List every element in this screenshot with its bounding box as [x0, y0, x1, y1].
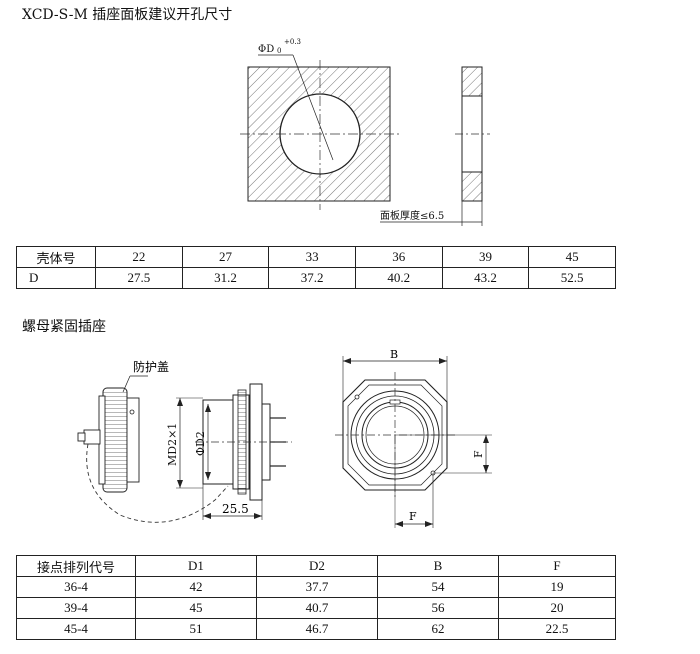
tolerance-base: 0	[277, 47, 281, 55]
panel-side-view: 面板厚度≤6.5	[380, 66, 490, 226]
table-header-cell: 接点排列代号	[16, 555, 136, 577]
length-label: 25.5	[222, 502, 249, 516]
table-cell: 45	[528, 246, 616, 268]
table-cell: 22.5	[498, 618, 616, 640]
md2-label: MD2×1	[166, 423, 179, 466]
table-cell: 36	[354, 246, 443, 268]
table-header-cell: F	[498, 555, 616, 577]
table-cell: 37.7	[256, 576, 378, 598]
table-header-cell: D1	[135, 555, 257, 577]
table-cell: 39	[441, 246, 530, 268]
table-row: 壳体号 22 27 33 36 39 45	[16, 246, 616, 268]
f-label-side: F	[472, 450, 485, 458]
panel-cutout-table: 壳体号 22 27 33 36 39 45 D 27.5 31.2 37.2 4…	[16, 246, 616, 289]
table-cell: 22	[95, 246, 183, 268]
section1-title: XCD-S-M 插座面板建议开孔尺寸	[22, 7, 233, 23]
table-header-cell: B	[377, 555, 499, 577]
table-cell: 45-4	[16, 618, 136, 640]
table-cell: 46.7	[256, 618, 378, 640]
table-cell: 45	[135, 597, 257, 619]
diameter-label: ΦD	[258, 44, 274, 55]
receptacle-side-view: 防护盖 MD2×1 ΦD2 25.5	[77, 359, 292, 523]
table-row: 45-4 51 46.7 62 22.5	[16, 618, 616, 640]
table-header-row: 接点排列代号 D1 D2 B F	[16, 555, 616, 577]
table-cell: 54	[377, 576, 499, 598]
table-row: 36-4 42 37.7 54 19	[16, 576, 616, 598]
table-cell: 27.5	[95, 267, 183, 289]
table-cell: 52.5	[528, 267, 616, 289]
table-cell: D	[16, 267, 96, 289]
section2-title: 螺母紧固插座	[22, 319, 106, 335]
contact-arrangement-table: 接点排列代号 D1 D2 B F 36-4 42 37.7 54 19 39-4…	[16, 555, 616, 640]
table-cell: 27	[181, 246, 270, 268]
table-cell: 51	[135, 618, 257, 640]
table-cell: 56	[377, 597, 499, 619]
table-cell: 19	[498, 576, 616, 598]
table-cell: 42	[135, 576, 257, 598]
cap-label: 防护盖	[133, 359, 169, 374]
d2-label: ΦD2	[194, 431, 207, 456]
receptacle-front-view: B F F	[335, 348, 492, 528]
table-cell: 37.2	[268, 267, 356, 289]
table-cell: 39-4	[16, 597, 136, 619]
table-cell: 62	[377, 618, 499, 640]
table-row: D 27.5 31.2 37.2 40.2 43.2 52.5	[16, 267, 616, 289]
thickness-note: 面板厚度≤6.5	[380, 209, 444, 222]
table-cell: 33	[268, 246, 356, 268]
b-label: B	[390, 348, 398, 361]
table-header-cell: D2	[256, 555, 378, 577]
table-cell: 40.2	[354, 267, 443, 289]
table-row: 39-4 45 40.7 56 20	[16, 597, 616, 619]
table-cell: 壳体号	[16, 246, 96, 268]
f-label-bottom: F	[409, 510, 417, 523]
table-cell: 20	[498, 597, 616, 619]
table-cell: 43.2	[441, 267, 530, 289]
panel-front-view: ΦD +0.3 0	[240, 38, 400, 210]
table-cell: 40.7	[256, 597, 378, 619]
table-cell: 31.2	[181, 267, 270, 289]
tolerance-upper: +0.3	[284, 38, 301, 46]
table-cell: 36-4	[16, 576, 136, 598]
